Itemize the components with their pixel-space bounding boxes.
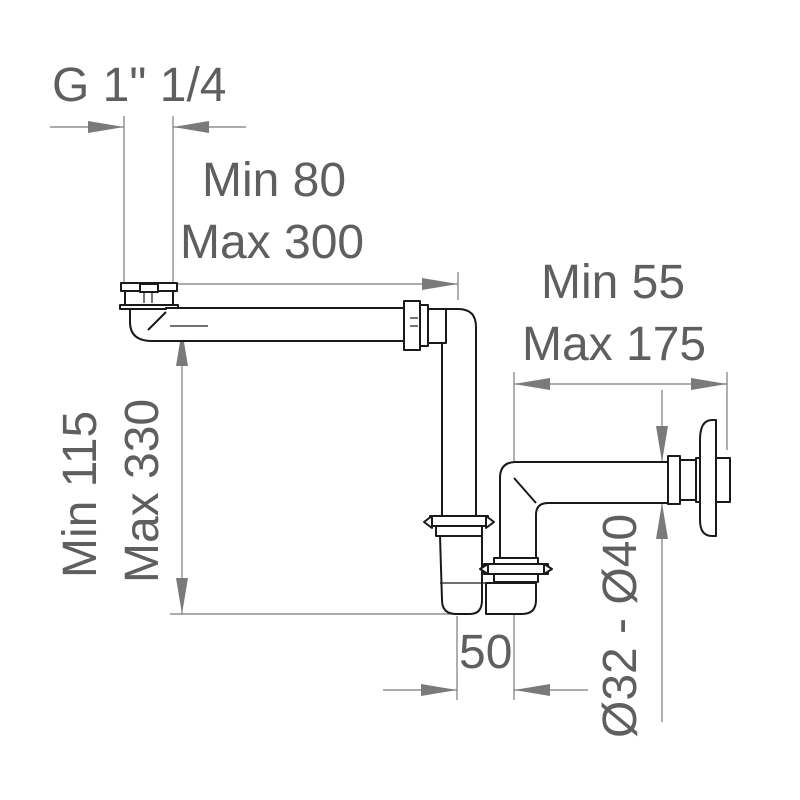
height-max-label: Max 330 bbox=[116, 399, 169, 583]
thread-dimension bbox=[50, 116, 246, 282]
wall-connection bbox=[667, 419, 731, 537]
diameter-label: Ø32 - Ø40 bbox=[594, 514, 647, 738]
arrow-left-icon bbox=[514, 684, 550, 696]
horizontal-arm-dimension bbox=[173, 272, 459, 300]
horizontal-min-label: Min 80 bbox=[202, 154, 346, 207]
arrow-down-icon bbox=[176, 578, 188, 614]
wall-arm-dimension bbox=[513, 372, 728, 470]
thread-size-label: G 1" 1/4 bbox=[52, 59, 226, 112]
wall-min-label: Min 55 bbox=[541, 256, 685, 309]
slip-nut-riser bbox=[479, 557, 553, 583]
first-elbow bbox=[129, 307, 407, 342]
height-dimension bbox=[170, 330, 455, 615]
arrow-right-icon bbox=[421, 684, 457, 696]
trap-assembly bbox=[119, 282, 731, 615]
bottle-body bbox=[439, 535, 483, 615]
height-min-label: Min 115 bbox=[54, 411, 107, 578]
arrow-left-icon bbox=[514, 378, 550, 390]
offset-dimension bbox=[383, 590, 588, 700]
arrow-right-icon bbox=[422, 278, 458, 290]
arrow-down-icon bbox=[656, 426, 668, 462]
arrow-right-icon bbox=[691, 378, 727, 390]
offset-label: 50 bbox=[459, 626, 512, 679]
horizontal-max-label: Max 300 bbox=[180, 216, 364, 269]
arrow-left-icon bbox=[173, 121, 209, 133]
arrow-up-icon bbox=[176, 330, 188, 366]
drain-outlet bbox=[119, 282, 179, 310]
vertical-pipe bbox=[441, 308, 477, 517]
wall-max-label: Max 175 bbox=[522, 318, 706, 371]
slip-nut-horizontal bbox=[403, 300, 447, 351]
slip-nut-vertical bbox=[423, 515, 495, 537]
arrow-right-icon bbox=[88, 121, 124, 133]
diameter-dimension bbox=[655, 390, 672, 722]
arrow-up-icon bbox=[656, 503, 668, 539]
